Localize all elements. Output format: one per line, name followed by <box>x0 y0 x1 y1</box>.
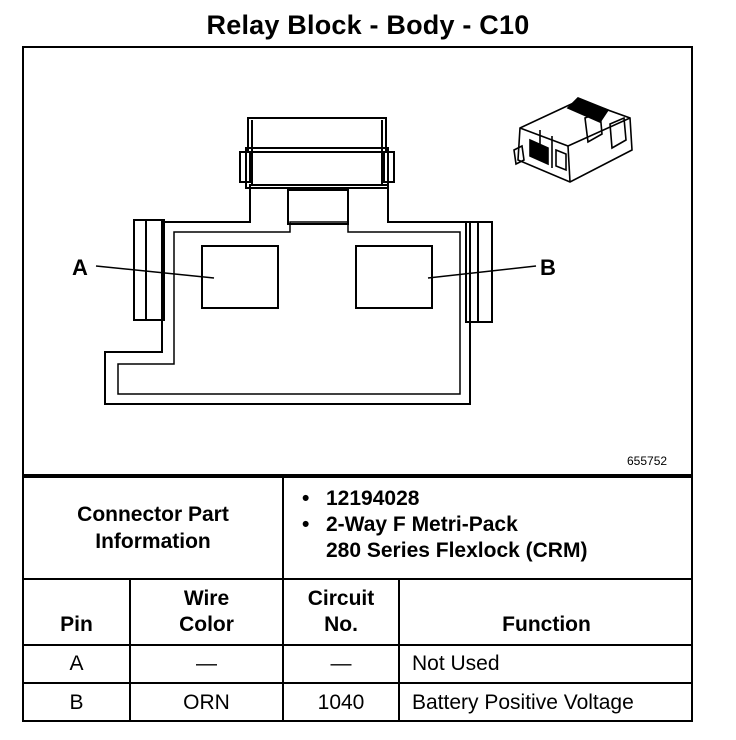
connector-latch-top <box>247 117 387 153</box>
row-b-function: Battery Positive Voltage <box>412 691 634 714</box>
connector-latch-band <box>245 147 389 189</box>
row-b-wire-color: ORN <box>131 684 284 722</box>
page-title: Relay Block - Body - C10 <box>206 10 530 40</box>
connector-part-info-list: •12194028 •2-Way F Metri-Pack 280 Series… <box>284 478 693 578</box>
row-b-pin: B <box>24 684 131 722</box>
terminal-cavity-b <box>355 245 433 309</box>
connector-diagram-frame <box>22 46 693 476</box>
header-function: Function <box>400 578 693 646</box>
pin-b-leader-line <box>427 265 537 279</box>
connector-key-slot <box>287 189 349 225</box>
pin-a-callout: A <box>72 255 88 280</box>
row-a-function: Not Used <box>400 646 693 684</box>
pin-b-callout: B <box>540 255 556 280</box>
part-number: •12194028 <box>302 487 420 510</box>
figure-number: 655752 <box>627 454 668 468</box>
pin-a-leader-line <box>95 265 215 279</box>
terminal-cavity-a <box>201 245 279 309</box>
connector-part-info-label: Connector Part Information <box>24 478 284 578</box>
connector-face-diagram: A B <box>72 97 633 405</box>
row-b-circuit: 1040 <box>284 684 400 722</box>
connector-series: 280 Series Flexlock (CRM) <box>326 539 588 562</box>
connector-isometric-icon <box>513 97 633 183</box>
connector-type: •2-Way F Metri-Pack <box>302 513 518 536</box>
header-pin: Pin <box>24 578 131 646</box>
row-a-circuit: — <box>284 646 400 684</box>
row-a-wire-color: — <box>131 646 284 684</box>
row-a-pin: A <box>24 646 131 684</box>
connector-pinout-table: Connector Part Information •12194028 •2-… <box>22 476 693 722</box>
